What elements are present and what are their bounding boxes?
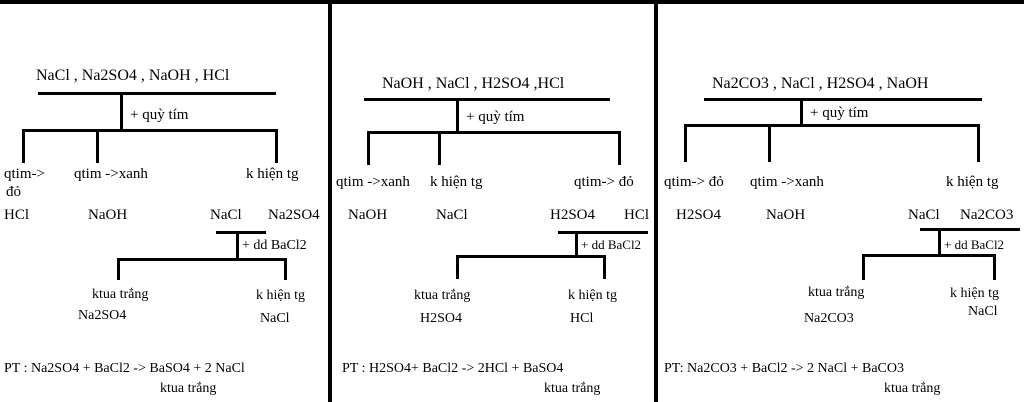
- sub-branch-drop: [284, 258, 287, 280]
- sub-branch-drop: [456, 255, 459, 279]
- sub-branch-line: [862, 254, 996, 257]
- branch-drop: [768, 124, 771, 162]
- reagent-label: + dd BaCl2: [242, 238, 307, 253]
- sub-result-label: H2SO4: [420, 311, 463, 326]
- branch-drop: [22, 129, 25, 163]
- branch-drop: [977, 124, 980, 162]
- reagent-label: + dd BaCl2: [581, 237, 642, 252]
- branch-label: k hiện tg: [946, 174, 999, 190]
- stem-line: [120, 92, 123, 132]
- sub-branch-line: [117, 258, 287, 261]
- result-label: H2SO4: [550, 207, 596, 223]
- header-line: [38, 92, 276, 95]
- sub-result-label: Na2CO3: [804, 311, 854, 326]
- result-label: HCl: [624, 207, 650, 223]
- result-label: NaOH: [348, 207, 388, 223]
- stem-line: [800, 98, 803, 126]
- sub-result-label: HCl: [570, 311, 594, 326]
- branch-label: qtim ->xanh: [336, 174, 410, 190]
- panel-2-header: NaOH , NaCl , H2SO4 ,HCl: [382, 75, 565, 92]
- header-line: [364, 98, 610, 101]
- branch-label: qtim-> đỏ: [574, 174, 634, 190]
- sub-branch-drop: [862, 254, 865, 280]
- sub-branch-drop: [993, 254, 996, 280]
- panel-3-header: Na2CO3 , NaCl , H2SO4 , NaOH: [712, 75, 929, 92]
- header-line: [704, 98, 982, 101]
- sub-branch-label: k hiện tg: [256, 288, 305, 303]
- branch-label: qtim-> đỏ: [664, 174, 724, 190]
- result-label: NaCl: [210, 207, 242, 223]
- branch-drop: [684, 124, 687, 162]
- reagent-label: + quỳ tím: [130, 107, 189, 123]
- sub-stem-line: [236, 231, 239, 261]
- sub-header-line: [920, 228, 1020, 231]
- reagent-label: + quỳ tím: [466, 109, 525, 125]
- reagent-label: + quỳ tím: [810, 105, 869, 121]
- branch-drop: [367, 131, 370, 165]
- sub-branch-drop: [117, 258, 120, 280]
- sub-result-label: NaCl: [968, 304, 998, 319]
- sub-branch-label: k hiện tg: [950, 286, 999, 301]
- branch-line: [367, 131, 621, 134]
- branch-drop: [96, 129, 99, 163]
- equation: PT : Na2SO4 + BaCl2 -> BaSO4 + 2 NaCl: [4, 361, 245, 376]
- panel-1: NaCl , Na2SO4 , NaOH , HCl + quỳ tím qti…: [0, 4, 328, 402]
- equation: PT : H2SO4+ BaCl2 -> 2HCl + BaSO4: [342, 361, 564, 376]
- branch-label: k hiện tg: [246, 166, 299, 182]
- sub-result-label: NaCl: [260, 311, 290, 326]
- sub-stem-line: [575, 231, 578, 257]
- stem-line: [456, 98, 459, 134]
- result-label: NaCl: [908, 207, 940, 223]
- equation: PT: Na2CO3 + BaCl2 -> 2 NaCl + BaCO3: [664, 361, 904, 376]
- branch-label: k hiện tg: [430, 174, 483, 190]
- branch-line: [684, 124, 980, 127]
- branch-drop: [438, 131, 441, 165]
- result-label: H2SO4: [676, 207, 722, 223]
- sub-branch-label: k hiện tg: [568, 288, 617, 303]
- branch-label: qtim ->xanh: [750, 174, 824, 190]
- branch-label: đỏ: [6, 184, 21, 200]
- sub-branch-label: ktua trắng: [92, 287, 149, 302]
- branch-drop: [275, 129, 278, 163]
- sub-result-label: Na2SO4: [78, 308, 127, 323]
- precipitate-label: ktua trắng: [544, 381, 601, 396]
- branch-label: qtim ->xanh: [74, 166, 148, 182]
- result-label: HCl: [4, 207, 30, 223]
- branch-drop: [618, 131, 621, 165]
- result-label: NaOH: [766, 207, 806, 223]
- precipitate-label: ktua trắng: [160, 381, 217, 396]
- sub-header-line: [558, 231, 648, 234]
- sub-header-line: [216, 231, 266, 234]
- sub-stem-line: [938, 228, 941, 256]
- panel-2: NaOH , NaCl , H2SO4 ,HCl + quỳ tím qtim …: [332, 4, 654, 402]
- branch-line: [22, 129, 278, 132]
- result-label: Na2CO3: [960, 207, 1014, 223]
- sub-branch-label: ktua trắng: [808, 285, 865, 300]
- sub-branch-drop: [603, 255, 606, 279]
- result-label: NaOH: [88, 207, 128, 223]
- precipitate-label: ktua trắng: [884, 381, 941, 396]
- branch-label: qtim->: [4, 166, 45, 182]
- result-label: Na2SO4: [268, 207, 320, 223]
- panel-3: Na2CO3 , NaCl , H2SO4 , NaOH + quỳ tím q…: [658, 4, 1024, 402]
- sub-branch-line: [456, 255, 606, 258]
- panel-1-header: NaCl , Na2SO4 , NaOH , HCl: [36, 67, 230, 84]
- reagent-label: + dd BaCl2: [944, 237, 1005, 252]
- sub-branch-label: ktua trắng: [414, 288, 471, 303]
- result-label: NaCl: [436, 207, 468, 223]
